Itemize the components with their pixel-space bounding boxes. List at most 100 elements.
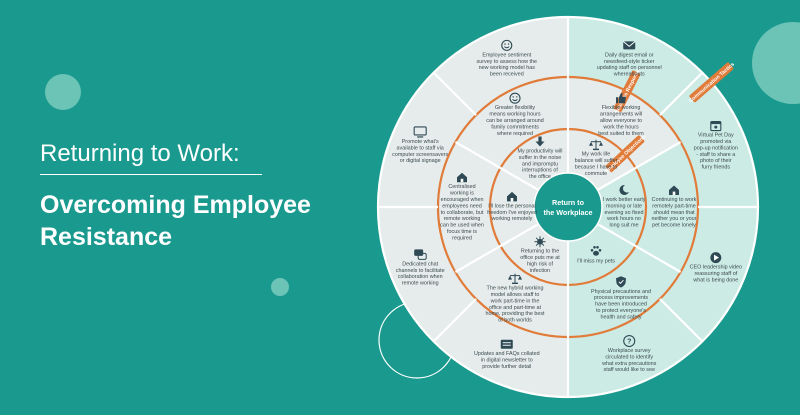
balance-icon [589,139,603,151]
tactic-text-line: CEO leadership video [690,265,742,271]
tactic-text-line: remote working [402,281,439,287]
response-text-line: process improvements [594,295,649,301]
objection-text-line: Returning to the [521,249,559,255]
tactic-text-line: - staff to share a [696,152,735,158]
tactic-text-line: in digital newsletter to [481,358,533,364]
objection-text-line: evening so fixed [605,210,644,216]
response-text-line: Physical precautions and [591,289,651,295]
tactic-text-line: survey to assess how the [477,59,538,65]
title-line-2a: Overcoming Employee [40,191,311,219]
response-text-line: where required [496,131,533,137]
response-text-line: family commitments [491,124,539,130]
response-text-line: encouraged when [441,197,484,203]
response-text-line: of both worlds [498,318,532,324]
response-text-line: remotely part-time [652,203,695,209]
virus-icon [534,236,546,248]
monitor-icon [413,126,427,138]
response-text-line: can be used when [440,223,484,229]
outer-divider [659,298,704,343]
objection-text-line: interruptions of [522,168,558,174]
objection-text-line: because I have to [575,165,618,171]
response-text-line: to protect everyone's [596,308,646,314]
svg-text:?: ? [627,339,631,346]
play-icon [710,252,722,264]
response-text-line: remote working [444,216,481,222]
objection-text-line: suffer in the noise [519,155,561,161]
tactic-text-line: been received [490,72,524,78]
response-text-line: office and part-time at [489,305,542,311]
tactic-text-line: Virtual Pet Day [698,133,734,139]
objection-text-line: infection [530,268,550,274]
response-text-line: Greater flexibility [495,105,535,111]
tactic-text-line: Promote what's [402,139,439,145]
tactic-text-line: reassuring staff of [694,271,737,277]
smile-icon [501,39,513,51]
decor-circle-left [45,74,81,110]
response-text-line: working is [449,191,474,197]
objection-text-line: and impromptu [522,161,558,167]
envelope-icon [622,41,636,50]
response-text-line: required [452,235,472,241]
tactic-text-line: photo of their [700,158,732,164]
center-hub [533,172,603,242]
objection-text-line: I work better early [603,197,646,203]
tactic-text-line: what extra precautions [601,361,657,367]
ring-label-bg [689,62,734,103]
objection-text-line: the office [529,174,551,180]
objection-3: I'll miss my pets [577,246,615,264]
response-text-line: work the hours [602,124,639,130]
response-text-line: Continuing to work [652,197,697,203]
tactic-text-line: updating staff on personnel [597,65,662,71]
tactic-text-line: Workplace survey [608,348,651,354]
tactic-text-line: provide further detail [482,364,531,370]
response-text-line: neither you or your [652,216,697,222]
tactic-text-line: furry friends [702,165,731,171]
response-text-line: allow everyone to [600,118,642,124]
newsletter-icon [500,339,513,349]
tactic-text-line: what is being done [692,277,738,283]
objection-text-line: long suit me [609,223,638,229]
tactic-text-line: collaboration when [398,274,443,280]
response-text-line: means working hours [489,112,541,118]
response-text-line: Centralised [448,184,475,190]
tactic-text-line: staff would like to see [604,367,655,373]
calendar-icon [710,121,722,132]
home-icon [457,172,467,183]
response-text-line: The new hybrid working [487,286,544,292]
tactic-text-line: new working model has [479,65,536,71]
tactic-text-line: or digital signage [400,158,441,164]
home-icon [669,185,679,195]
response-text-line: model allows staff to [491,292,540,298]
objection-text-line: office puts me at [520,255,560,261]
response-text-line: health and safety [600,314,641,320]
response-text-line: should mean that [653,210,695,216]
outer-divider [659,71,704,116]
objection-text-line: I'll miss my pets [577,258,615,264]
inner-divider [596,141,682,191]
objection-text-line: My work life [582,152,610,158]
decor-circle-small [271,278,289,296]
response-text-line: have been introduced [595,302,647,308]
center-label: the Workplace [544,208,593,217]
objection-text-line: morning or late [606,203,642,209]
balance-icon [508,273,522,284]
objection-text-line: working remotely [491,216,533,222]
tactic-text-line: whereabouts [613,72,645,78]
smile-icon [509,92,521,104]
objection-text-line: commute [585,171,607,177]
ring-label-bg [605,135,645,173]
objection-text-line: high risk of [527,262,554,268]
tactic-text-line: computer screensavers [392,152,448,158]
question-icon: ? [623,334,636,348]
